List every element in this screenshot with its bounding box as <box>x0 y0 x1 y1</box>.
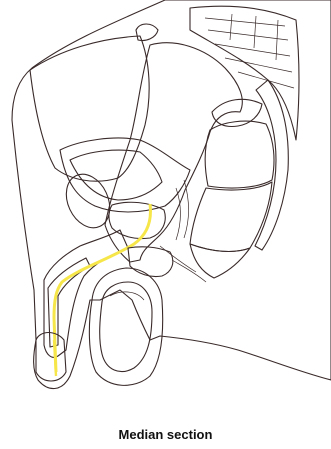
anal-canal <box>190 244 250 278</box>
sacrum <box>190 6 299 140</box>
body-wall <box>12 0 331 389</box>
caption: Median section <box>0 427 331 442</box>
peritoneal-region <box>105 43 242 262</box>
vertebra-texture <box>205 14 294 88</box>
bulb <box>128 247 173 277</box>
pubic-symphysis <box>58 167 118 235</box>
bladder-trigone <box>70 150 162 200</box>
rectovesical-red <box>212 99 262 126</box>
coccyx <box>255 80 288 250</box>
rectum-upper <box>205 121 274 188</box>
rectum-lower <box>190 182 272 251</box>
orange-region <box>136 24 158 41</box>
prostate <box>109 202 165 238</box>
urethra <box>54 204 150 372</box>
